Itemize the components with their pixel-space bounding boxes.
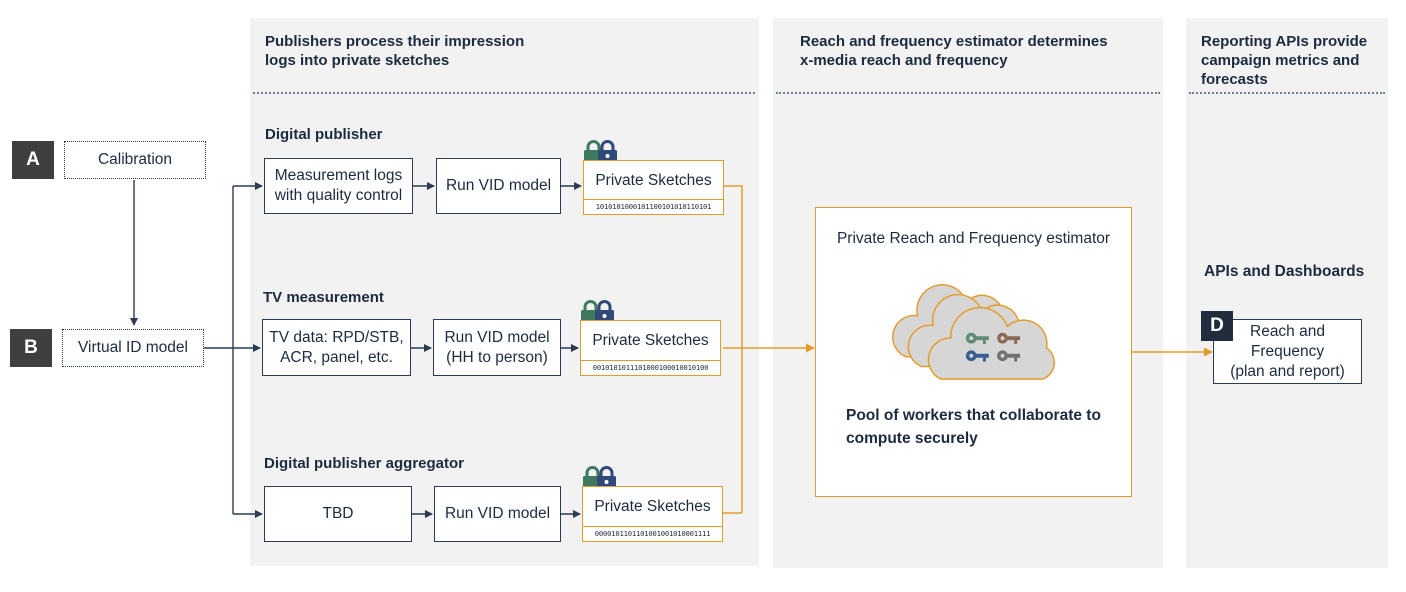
measurement-logs-box: Measurement logs with quality control — [264, 158, 413, 214]
row3-sketch-bits: 0000101101101001001010001111 — [583, 526, 722, 541]
row2-private-sketches: Private Sketches 00101010111010001000100… — [580, 320, 721, 376]
row1-sketch-bits: 1010101000101100101010110101 — [584, 199, 723, 214]
apis-dashboards-heading: APIs and Dashboards — [1204, 263, 1365, 280]
row1-run-vid-model-box: Run VID model — [436, 158, 561, 214]
cloud-icon — [892, 284, 1055, 380]
private-reach-frequency-estimator: Private Reach and Frequency estimator Po… — [815, 207, 1132, 497]
tv-data-box: TV data: RPD/STB, ACR, panel, etc. — [262, 319, 411, 376]
publishers-panel — [250, 18, 759, 566]
calibration-box: Calibration — [64, 141, 206, 179]
reporting-panel — [1186, 18, 1388, 568]
estimator-title: Private Reach and Frequency estimator — [836, 230, 1111, 247]
row3-private-sketches: Private Sketches 00001011011010010010100… — [582, 486, 723, 542]
row2-run-vid-model-box: Run VID model (HH to person) — [433, 319, 561, 376]
row-title-digital-publisher: Digital publisher — [265, 126, 383, 143]
row3-sketch-label: Private Sketches — [594, 498, 711, 515]
publishers-divider — [253, 92, 755, 94]
letter-d-badge: D — [1201, 311, 1233, 341]
row2-sketch-label: Private Sketches — [592, 332, 709, 349]
sketch1-to-collector-line — [723, 185, 743, 513]
row2-sketch-bits: 0010101011101000100010010100 — [581, 360, 720, 375]
estimator-note: Pool of workers that collaborate to comp… — [846, 407, 1101, 447]
row1-private-sketches: Private Sketches 10101010001011001010101… — [583, 160, 724, 215]
letter-b-badge: B — [10, 329, 52, 367]
tbd-box: TBD — [264, 486, 412, 542]
reporting-divider — [1189, 92, 1385, 94]
publishers-stage-title: Publishers process their impression logs… — [265, 33, 525, 69]
reporting-stage-title: Reporting APIs provide campaign metrics … — [1201, 33, 1368, 88]
reach-frequency-box: Reach and Frequency (plan and report) — [1213, 319, 1362, 384]
letter-a-badge: A — [12, 141, 54, 179]
estimator-divider — [776, 92, 1160, 94]
row-title-digital-publisher-aggregator: Digital publisher aggregator — [264, 455, 465, 472]
virtual-id-model-box: Virtual ID model — [62, 329, 204, 367]
estimator-stage-title: Reach and frequency estimator determines… — [800, 33, 1108, 69]
row1-sketch-label: Private Sketches — [595, 172, 712, 189]
row3-run-vid-model-box: Run VID model — [434, 486, 561, 542]
row-title-tv-measurement: TV measurement — [263, 289, 384, 306]
